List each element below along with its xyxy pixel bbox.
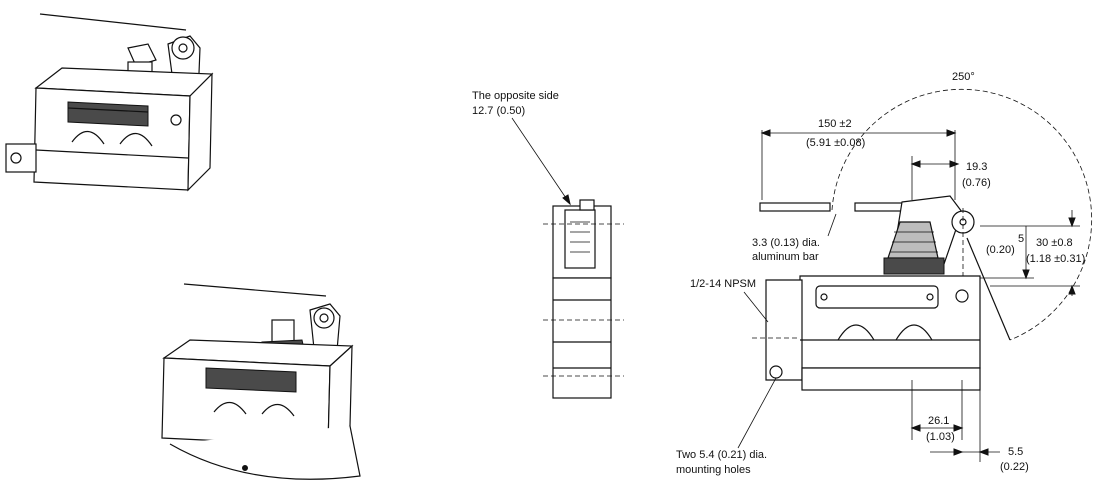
switch-hex-nut xyxy=(883,257,945,275)
roller-offset-label: 19.3 xyxy=(966,161,987,173)
mount-offset-label: 26.1 xyxy=(928,415,949,427)
side-head-cap xyxy=(579,199,595,211)
travel-label: 5 xyxy=(1018,233,1024,245)
mount-offset-in-label: (1.03) xyxy=(926,431,955,443)
opposite-side-dim: 12.7 (0.50) xyxy=(472,105,525,117)
body-screw xyxy=(955,289,969,303)
base-plate xyxy=(169,425,361,480)
bump-right-2 xyxy=(261,403,295,417)
plunger-stack-ridges xyxy=(890,231,938,253)
roller-offset-in-label: (0.76) xyxy=(962,177,991,189)
label-rivet-left xyxy=(820,293,828,301)
callout-arrowhead xyxy=(562,194,571,206)
height-extension-lines xyxy=(980,225,1080,287)
mount-hole xyxy=(10,152,22,164)
base-dot xyxy=(242,465,248,471)
mounting-holes-label-2: mounting holes xyxy=(676,464,751,476)
conduit-label: 1/2-14 NPSM xyxy=(690,278,756,290)
plunger-cap xyxy=(127,43,157,67)
side-body xyxy=(552,277,612,399)
callout-leader xyxy=(511,117,571,205)
edge-offset-arrows xyxy=(953,448,989,456)
travel-in-label: (0.20) xyxy=(986,244,1015,256)
mount-offset-extension-lines xyxy=(911,380,963,440)
body-front-face xyxy=(33,87,191,191)
conduit-leader xyxy=(743,291,769,323)
mount-offset-arrows xyxy=(910,424,964,432)
switch-product-view-top xyxy=(5,13,214,192)
mounting-holes-leader xyxy=(737,377,777,449)
height-label: 30 ±0.8 xyxy=(1036,237,1073,249)
label-plate-2 xyxy=(205,367,297,393)
height-arrows xyxy=(1068,217,1076,295)
side-screw xyxy=(170,114,182,126)
bump-right xyxy=(119,132,153,147)
lever-swing-line xyxy=(966,237,1011,341)
label-rivet-right xyxy=(926,293,934,301)
sweep-arc xyxy=(831,88,1092,341)
lever-bar-left xyxy=(759,202,831,212)
switch-base xyxy=(801,367,981,391)
side-head-springs xyxy=(570,221,590,253)
travel-arrow xyxy=(1022,269,1030,280)
front-bump-right xyxy=(895,324,933,341)
bar-material-label: aluminum bar xyxy=(752,251,819,263)
bump-left-2 xyxy=(213,401,247,415)
lever-length-in-label: (5.91 ±0.08) xyxy=(806,137,865,149)
roller-hub-2 xyxy=(319,313,329,323)
mounting-hole xyxy=(769,365,783,379)
side-body-seams xyxy=(553,299,611,369)
mounting-holes-label: Two 5.4 (0.21) dia. xyxy=(676,449,767,461)
opposite-side-label: The opposite side xyxy=(472,90,559,102)
height-in-label: (1.18 ±0.31) xyxy=(1026,253,1085,265)
bar-dia-leader xyxy=(827,213,837,237)
switch-label-recess xyxy=(815,285,939,309)
front-bump-left xyxy=(837,324,875,341)
switch-conduit-end xyxy=(765,279,803,381)
dimension-front-view: 250° 150 ±2 (5.91 ±0.08) 19.3 (0.76) 3.3… xyxy=(676,71,1092,476)
switch-plunger-stack xyxy=(887,221,939,259)
edge-offset-label: 5.5 xyxy=(1008,446,1023,458)
plunger-2 xyxy=(271,319,295,343)
side-head-inner xyxy=(564,209,596,269)
side-elevation-view: The opposite side 12.7 (0.50) xyxy=(472,90,624,399)
label-stripe xyxy=(67,107,149,113)
roller-offset-arrows xyxy=(910,160,960,168)
lever-wire-2 xyxy=(183,283,327,297)
lever-wire xyxy=(39,13,187,31)
bump-left xyxy=(71,130,105,145)
switch-product-view-bottom xyxy=(161,283,361,480)
body-side-face xyxy=(187,72,213,192)
bar-dia-label: 3.3 (0.13) dia. xyxy=(752,237,820,249)
sweep-angle-label: 250° xyxy=(952,71,975,83)
label-plate xyxy=(67,101,149,127)
roller-hub xyxy=(178,43,188,53)
edge-offset-in-label: (0.22) xyxy=(1000,461,1029,473)
housing-seam xyxy=(35,149,189,159)
lever-length-label: 150 ±2 xyxy=(818,118,852,130)
lever-length-arrows xyxy=(760,129,957,137)
